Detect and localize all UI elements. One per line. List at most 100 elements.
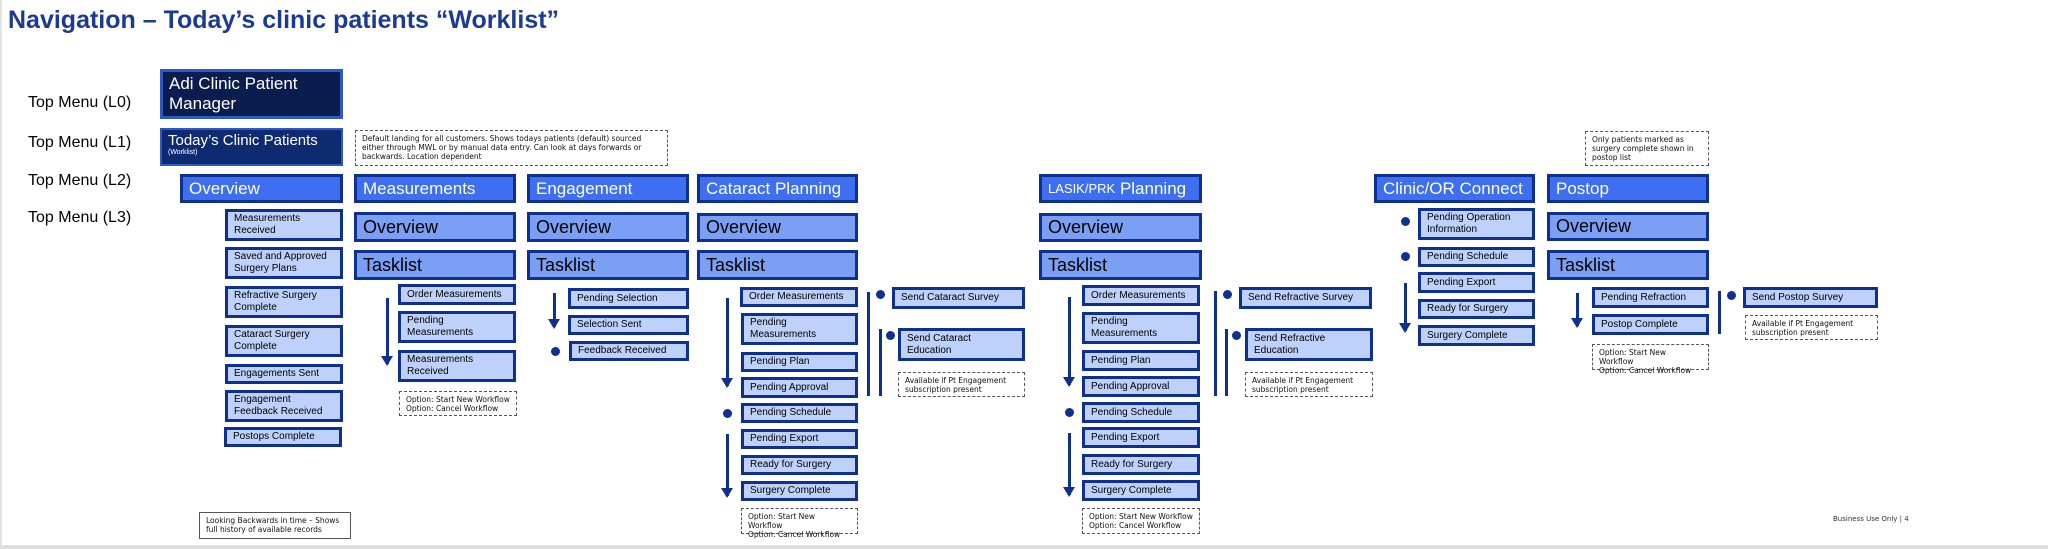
task-item[interactable]: Ready for Surgery (1418, 299, 1535, 319)
menu-l0-adi-clinic-patient-manager[interactable]: Adi Clinic Patient Manager (160, 69, 343, 119)
bullet-dot-icon (1065, 408, 1074, 417)
flow-arrow-icon (1399, 283, 1411, 333)
flow-arrow-icon (1063, 433, 1075, 497)
task-item[interactable]: Order Measurements (398, 284, 516, 305)
tab-engagement[interactable]: Engagement (527, 174, 689, 203)
task-item[interactable]: Surgery Complete (1082, 480, 1200, 501)
tab-clinic-or-connect[interactable]: Clinic/OR Connect (1374, 174, 1535, 203)
task-item[interactable]: Selection Sent (568, 315, 689, 335)
option-start: Option: Start New Workflow (406, 395, 510, 404)
bullet-dot-icon (1401, 217, 1410, 226)
cataract-tasklist[interactable]: Tasklist (697, 250, 858, 280)
measurements-overview[interactable]: Overview (354, 212, 516, 242)
task-item[interactable]: Pending Approval (741, 377, 858, 398)
task-item[interactable]: Pending Selection (568, 288, 689, 309)
task-item[interactable]: Pending Operation Information (1418, 208, 1535, 240)
task-item[interactable]: Pending Export (741, 429, 858, 449)
level-label-l0: Top Menu (L0) (28, 94, 132, 111)
bullet-dot-icon (1232, 331, 1241, 340)
overview-item[interactable]: Refractive Surgery Complete (225, 286, 343, 318)
l1-label: Today’s Clinic Patients (168, 132, 318, 149)
postop-tasklist[interactable]: Tasklist (1547, 250, 1709, 280)
task-item[interactable]: Pending Schedule (1418, 247, 1535, 267)
task-item[interactable]: Postop Complete (1592, 314, 1709, 335)
postop-note: Only patients marked as surgery complete… (1585, 131, 1709, 166)
overview-item[interactable]: Cataract Surgery Complete (225, 325, 343, 357)
footer-text: Business Use Only | 4 (1833, 515, 1909, 523)
task-item[interactable]: Ready for Surgery (1082, 454, 1200, 475)
option-start: Option: Start New Workflow (1089, 512, 1193, 521)
lasik-overview[interactable]: Overview (1039, 213, 1202, 242)
divider-line (1225, 329, 1228, 396)
overview-item[interactable]: Engagement Feedback Received (225, 390, 343, 422)
level-label-l3: Top Menu (L3) (28, 209, 132, 226)
lasik-label-small: LASIK/PRK (1048, 181, 1116, 196)
flow-arrow-icon (1571, 293, 1583, 328)
task-item[interactable]: Pending Schedule (741, 403, 858, 423)
task-item[interactable]: Order Measurements (740, 287, 858, 307)
engagement-note: Available if Pt Engagement subscription … (898, 372, 1025, 397)
task-item[interactable]: Pending Measurements (398, 311, 516, 343)
task-item[interactable]: Pending Refraction (1592, 287, 1709, 308)
overview-item[interactable]: Saved and Approved Surgery Plans (225, 247, 343, 279)
task-item[interactable]: Pending Schedule (1082, 402, 1200, 423)
workflow-options-note: Option: Start New Workflow Option: Cance… (741, 508, 858, 539)
tab-overview[interactable]: Overview (180, 174, 343, 203)
option-start: Option: Start New Workflow (1599, 348, 1667, 366)
flow-arrow-icon (721, 434, 733, 498)
page-title: Navigation – Today’s clinic patients “Wo… (8, 6, 560, 34)
task-item[interactable]: Pending Measurements (741, 313, 858, 345)
task-item[interactable]: Surgery Complete (1418, 325, 1535, 346)
bullet-dot-icon (1727, 291, 1736, 300)
engagement-action[interactable]: Send Cataract Education (898, 328, 1025, 361)
task-item[interactable]: Order Measurements (1082, 285, 1200, 306)
bullet-dot-icon (551, 347, 560, 356)
lasik-label: Planning (1119, 178, 1187, 198)
task-item[interactable]: Pending Measurements (1082, 312, 1200, 344)
overview-item[interactable]: Measurements Received (225, 209, 343, 241)
bullet-dot-icon (876, 290, 885, 299)
slide-edge (0, 0, 2, 549)
measurements-tasklist[interactable]: Tasklist (354, 250, 516, 280)
task-item[interactable]: Pending Approval (1082, 376, 1200, 397)
bullet-dot-icon (1401, 252, 1410, 261)
engagement-overview[interactable]: Overview (527, 212, 689, 242)
tab-lasik-prk-planning[interactable]: LASIK/PRK Planning (1039, 174, 1202, 203)
engagement-note: Available if Pt Engagement subscription … (1745, 315, 1878, 340)
postop-overview[interactable]: Overview (1547, 212, 1709, 241)
task-item[interactable]: Pending Plan (741, 352, 858, 372)
l1-sublabel: (Worklist) (168, 149, 198, 156)
tab-cataract-planning[interactable]: Cataract Planning (697, 174, 858, 203)
engagement-action[interactable]: Send Refractive Education (1245, 328, 1373, 361)
option-cancel: Option: Cancel Workflow (1089, 521, 1182, 530)
engagement-tasklist[interactable]: Tasklist (527, 250, 689, 280)
bullet-dot-icon (1223, 290, 1232, 299)
cataract-overview[interactable]: Overview (697, 213, 858, 242)
task-item[interactable]: Pending Export (1082, 427, 1200, 448)
divider-line (879, 329, 882, 396)
divider-line (867, 292, 870, 396)
flow-arrow-icon (548, 293, 560, 329)
option-cancel: Option: Cancel Workflow (406, 404, 499, 413)
flow-arrow-icon (381, 298, 393, 366)
task-item[interactable]: Pending Plan (1082, 350, 1200, 371)
tab-postop[interactable]: Postop (1547, 174, 1709, 203)
engagement-action[interactable]: Send Postop Survey (1743, 287, 1878, 308)
option-cancel: Option: Cancel Workflow (1599, 366, 1692, 375)
task-item[interactable]: Feedback Received (569, 341, 689, 361)
overview-item[interactable]: Postops Complete (224, 427, 342, 447)
menu-l1-todays-clinic-patients[interactable]: Today’s Clinic Patients (Worklist) (160, 128, 343, 166)
overview-item[interactable]: Engagements Sent (225, 364, 343, 384)
tab-measurements[interactable]: Measurements (354, 174, 516, 203)
bullet-dot-icon (886, 331, 895, 340)
flow-arrow-icon (1063, 297, 1075, 387)
task-item[interactable]: Ready for Surgery (741, 455, 858, 475)
task-item[interactable]: Pending Export (1418, 272, 1535, 293)
engagement-action[interactable]: Send Refractive Survey (1239, 287, 1372, 309)
level-label-l1: Top Menu (L1) (28, 134, 132, 151)
lasik-tasklist[interactable]: Tasklist (1039, 250, 1202, 280)
task-item[interactable]: Measurements Received (398, 350, 516, 382)
engagement-action[interactable]: Send Cataract Survey (892, 287, 1025, 309)
task-item[interactable]: Surgery Complete (741, 481, 858, 501)
